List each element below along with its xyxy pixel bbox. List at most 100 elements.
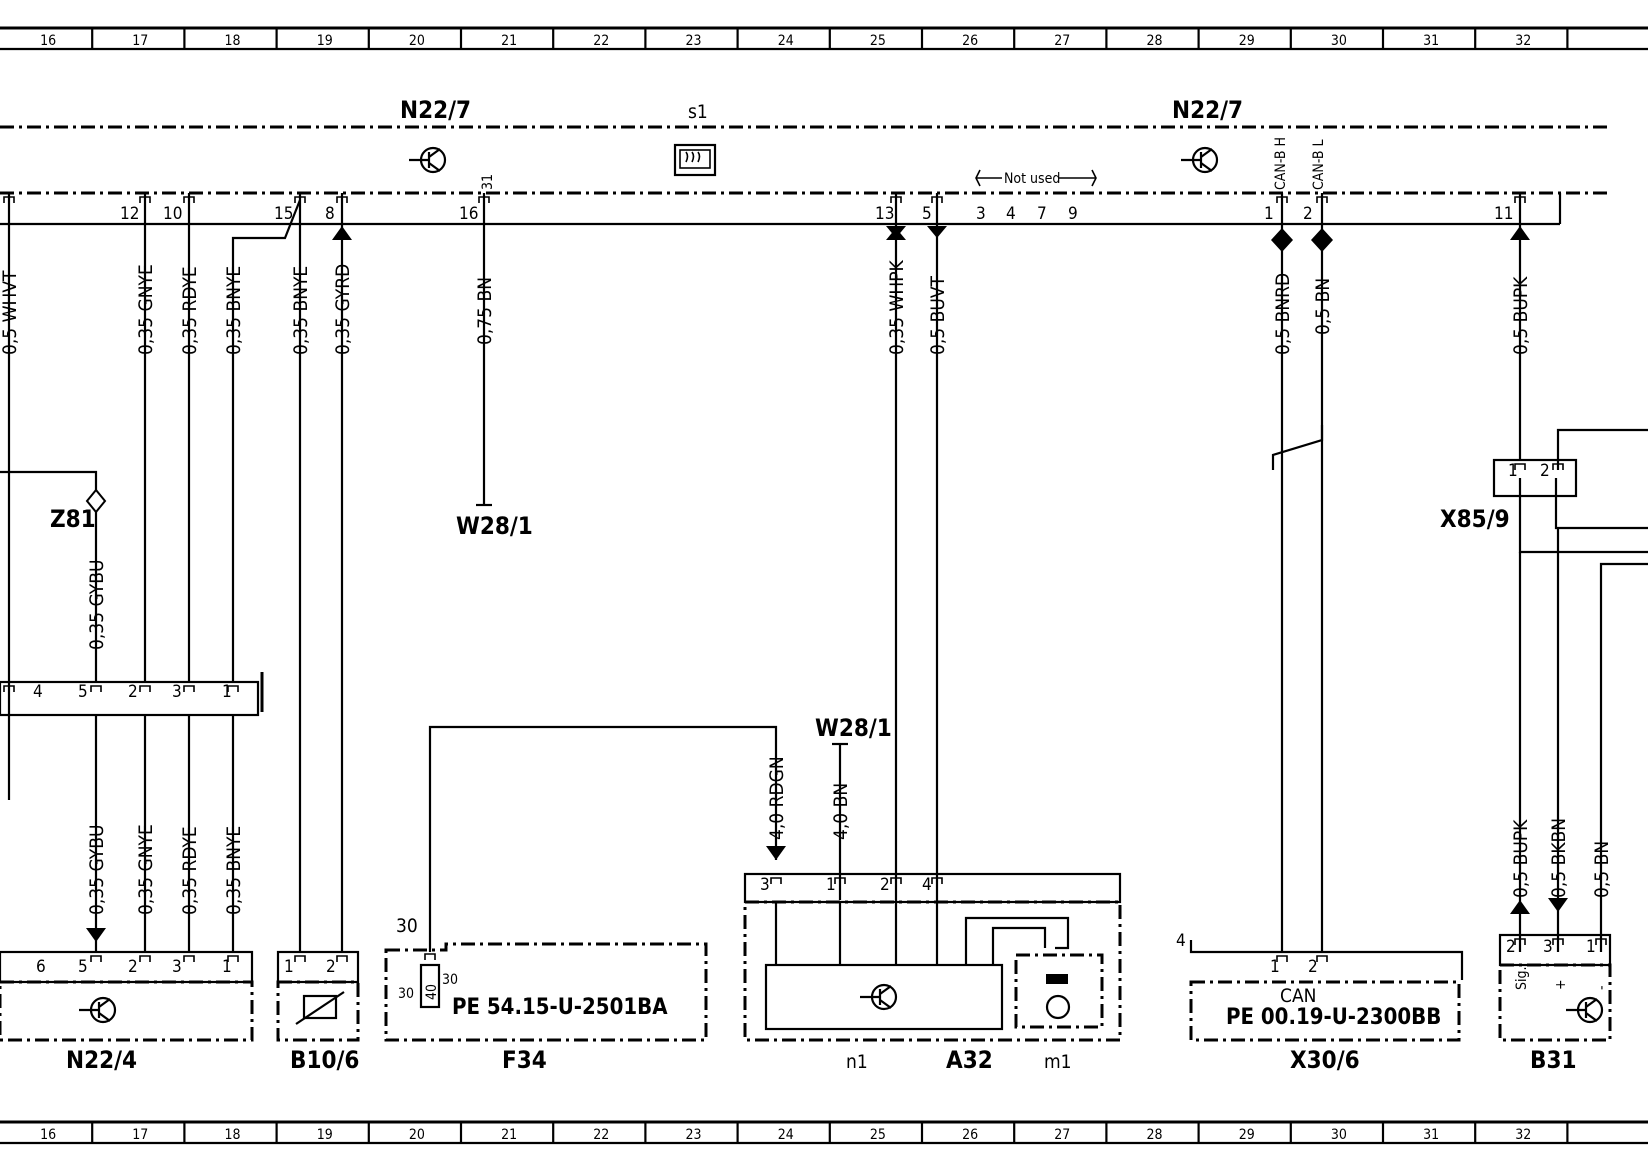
transistor-icon (1566, 996, 1604, 1024)
terminal-stub (1276, 196, 1288, 203)
pin-label: 4 (1006, 204, 1016, 224)
terminal-stub (139, 685, 151, 692)
wire-label: 0,35 WHPK (886, 259, 908, 355)
wire-label: 0,35 RDYE (179, 826, 201, 915)
b31-label: B31 (1530, 1046, 1577, 1074)
pin-label: 3 (172, 682, 182, 702)
pin-label: 13 (875, 204, 894, 224)
ruler-label: 25 (870, 33, 886, 49)
pin-label: 2 (128, 957, 138, 977)
terminal-stub (478, 196, 490, 203)
pin-label: 7 (1037, 204, 1047, 224)
terminal-stub (227, 955, 239, 962)
ruler-label: 16 (40, 33, 56, 49)
ruler-label: 20 (409, 33, 425, 49)
sig-label: Sig. (1514, 967, 1530, 991)
pin-label: 1 (284, 957, 294, 977)
wire-label: 0,35 GYRD (332, 264, 354, 355)
pin-label: 30 (442, 972, 458, 988)
wire-label: 0,5 BN (1312, 278, 1334, 335)
terminal-stub (1514, 463, 1526, 470)
ruler-label: 21 (501, 1127, 517, 1143)
ruler-label: 22 (593, 1127, 609, 1143)
terminal-stub (3, 196, 15, 203)
pin-label: 5 (78, 682, 88, 702)
ruler-label: 20 (409, 1127, 425, 1143)
ruler-label: 24 (778, 1127, 794, 1143)
f34-component: 30 30 30 40 PE 54.15-U-2501BA F34 (384, 725, 778, 1074)
terminal-stub (183, 955, 195, 962)
can-b-h-label: CAN-B H (1273, 137, 1289, 190)
terminal-stub (1316, 955, 1328, 962)
pin-label: 2 (1506, 937, 1516, 957)
wire-label: 0,5 BN (1591, 841, 1613, 898)
pin-label: 3 (760, 875, 770, 895)
pin-label: 2 (128, 682, 138, 702)
n22-7-label-right: N22/7 (1172, 96, 1243, 124)
pin-label: 9 (1068, 204, 1078, 224)
x30-ref: PE 00.19-U-2300BB (1226, 1005, 1441, 1030)
terminal-stub (183, 196, 195, 203)
ruler-label: 26 (962, 1127, 978, 1143)
wire-label: 0,5 BUPK (1510, 819, 1532, 898)
pin-label: 15 (274, 204, 293, 224)
terminal-stub (139, 955, 151, 962)
pin-label: 30 (396, 915, 418, 937)
ruler-label: 32 (1515, 1127, 1531, 1143)
pin-label: 3 (172, 957, 182, 977)
pin-label: 8 (325, 204, 335, 224)
pin-label: 3 (976, 204, 986, 224)
wire-label: 4,0 RDGN (766, 756, 788, 840)
pin-label: 1 (1270, 957, 1280, 977)
pin-label: 5 (78, 957, 88, 977)
wire-label: 0,35 GNYE (135, 264, 157, 355)
terminal-stub (336, 955, 348, 962)
terminal-stub (424, 953, 436, 960)
pin-label: 4 (33, 682, 43, 702)
wire-label: 0,5 BNRD (1272, 273, 1294, 355)
wire-label: 0,35 RDYE (179, 266, 201, 355)
n22-4-component: 6 5 2 3 1 N22/4 (0, 950, 254, 1074)
wire-label: 0,35 BNYE (223, 266, 245, 355)
terminal-stub (1316, 196, 1328, 203)
transistor-icon (79, 996, 117, 1024)
b10-6-label: B10/6 (290, 1046, 359, 1074)
w28-1-label: W28/1 (456, 512, 533, 540)
transistor-icon (1181, 146, 1219, 174)
not-used-label: Not used (1004, 171, 1060, 187)
pin-label: 1 (222, 682, 232, 702)
pin-label: 2 (326, 957, 336, 977)
ruler-label: 29 (1239, 1127, 1255, 1143)
ruler-label: 27 (1054, 1127, 1070, 1143)
b10-6-component: 1 2 B10/6 (276, 950, 360, 1074)
can-b-l-label: CAN-B L (1311, 139, 1327, 190)
terminal-stub (336, 196, 348, 203)
pin-label: 2 (1540, 461, 1550, 481)
ruler-label: 19 (317, 1127, 333, 1143)
pin-label: 2 (880, 875, 890, 895)
wire-label: 0,5 BUPK (1510, 276, 1532, 355)
x30-6-label: X30/6 (1290, 1046, 1360, 1074)
pin-label: 1 (1508, 461, 1518, 481)
pin-label: 4 (1176, 931, 1186, 951)
n22-7-label-left: N22/7 (400, 96, 471, 124)
ruler-label: 28 (1147, 1127, 1163, 1143)
lower-wires: 0,35 GYBU 0,35 GNYE 0,35 RDYE 0,35 BNYE (86, 715, 245, 952)
pin-label: 1 (222, 957, 232, 977)
not-used-bracket: Not used (975, 169, 1097, 187)
rear-defroster-switch-icon (673, 143, 717, 177)
transistor-icon (409, 146, 447, 174)
a32-component: 3 1 2 4 n1 A32 m1 (743, 872, 1122, 1074)
pin-label: 1 (1264, 204, 1274, 224)
wire-label: 0,5 BKBN (1548, 818, 1570, 898)
terminal-stub (834, 877, 846, 884)
terminal-stub (1514, 196, 1526, 203)
wire-label: 0,5 BUVT (927, 275, 949, 355)
pin-label: 2 (1308, 957, 1318, 977)
terminal-stub (931, 877, 943, 884)
terminal-stub (770, 877, 782, 884)
ruler-label: 24 (778, 33, 794, 49)
